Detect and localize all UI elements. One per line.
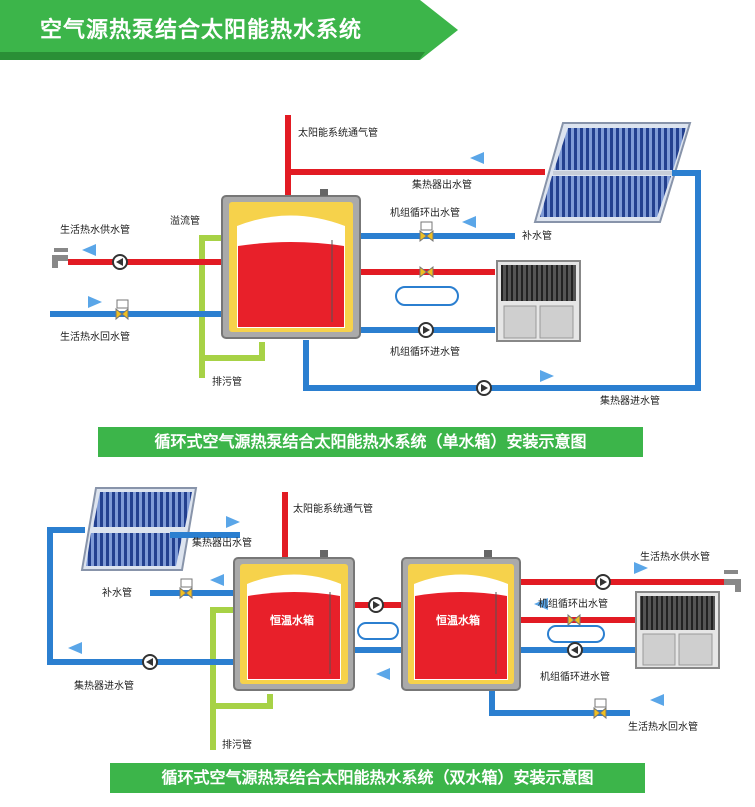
caption-single-tank: 循环式空气源热泵结合太阳能热水系统（单水箱）安装示意图 bbox=[98, 427, 643, 457]
faucet-1 bbox=[52, 248, 68, 268]
label-unit-circ-in-1: 机组循环进水管 bbox=[390, 347, 460, 358]
heat-pump-2 bbox=[635, 591, 720, 669]
label-collector-out-1: 集热器出水管 bbox=[412, 180, 472, 191]
label-collector-in-2: 集热器进水管 bbox=[74, 681, 134, 692]
title-banner bbox=[0, 0, 458, 60]
label-domestic-return-1: 生活热水回水管 bbox=[60, 332, 130, 343]
tank-1 bbox=[221, 189, 361, 339]
heat-pump-1 bbox=[496, 260, 581, 342]
label-overflow-1: 溢流管 bbox=[170, 216, 200, 227]
label-unit-circ-out-2: 机组循环出水管 bbox=[538, 599, 608, 610]
label-domestic-return-2: 生活热水回水管 bbox=[628, 722, 698, 733]
solar-collector-1 bbox=[533, 122, 692, 223]
caption-double-tank: 循环式空气源热泵结合太阳能热水系统（双水箱）安装示意图 bbox=[110, 763, 645, 793]
tank-2b bbox=[401, 550, 521, 691]
label-collector-in-1: 集热器进水管 bbox=[600, 396, 660, 407]
label-collector-out-2: 集热器出水管 bbox=[192, 538, 252, 549]
page-title: 空气源热泵结合太阳能热水系统 bbox=[40, 18, 363, 43]
tank-label-a: 恒温水箱 bbox=[270, 614, 314, 627]
tank-label-b: 恒温水箱 bbox=[436, 614, 480, 627]
label-unit-circ-in-2: 机组循环进水管 bbox=[540, 672, 610, 683]
label-makeup-1: 补水管 bbox=[522, 231, 552, 242]
label-makeup-2: 补水管 bbox=[102, 588, 132, 599]
label-domestic-supply-2: 生活热水供水管 bbox=[640, 552, 710, 563]
solar-collector-2 bbox=[80, 487, 198, 571]
label-vent-pipe-1: 太阳能系统通气管 bbox=[298, 128, 378, 139]
label-drain-1: 排污管 bbox=[212, 377, 242, 388]
label-domestic-supply-1: 生活热水供水管 bbox=[60, 225, 130, 236]
diagram-double-tank bbox=[47, 487, 741, 750]
label-drain-2: 排污管 bbox=[222, 740, 252, 751]
label-vent-pipe-2: 太阳能系统通气管 bbox=[293, 504, 373, 515]
label-unit-circ-out-1: 机组循环出水管 bbox=[390, 208, 460, 219]
tank-2a bbox=[233, 550, 355, 691]
diagram-single-tank bbox=[50, 115, 701, 396]
faucet-2 bbox=[724, 570, 741, 592]
